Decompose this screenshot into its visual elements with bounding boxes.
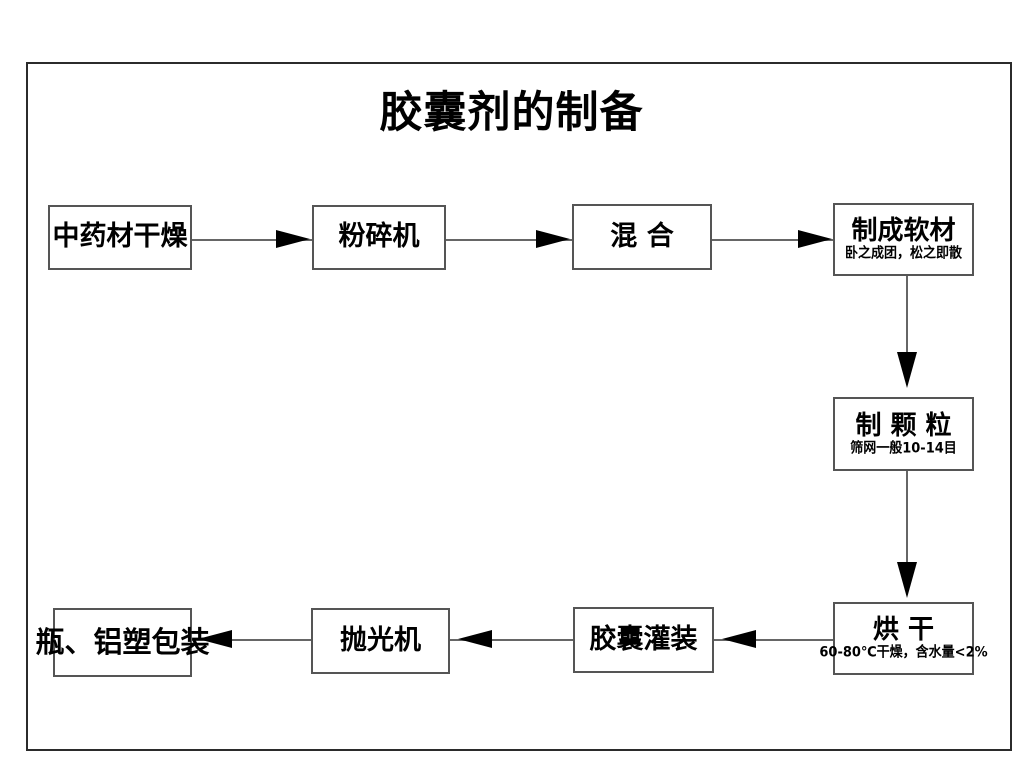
node-polishing-machine[interactable]: 抛光机 <box>311 608 450 674</box>
edge-line-5 <box>906 471 908 572</box>
edge-line-2 <box>446 239 572 241</box>
node-oven-drying[interactable]: 烘 干 60-80℃干燥，含水量<2% <box>819 602 988 675</box>
edge-line-1 <box>192 239 312 241</box>
node-sublabel: 卧之成团，松之即散 <box>844 245 962 262</box>
edge-line-8 <box>192 639 311 641</box>
edge-line-6 <box>714 639 833 641</box>
node-label: 制成软材 <box>851 216 956 247</box>
edge-arrowhead-4 <box>897 352 917 388</box>
node-soft-material[interactable]: 制成软材 卧之成团，松之即散 <box>833 203 974 276</box>
node-sublabel: 筛网一般10-14目 <box>850 440 957 457</box>
edge-line-3 <box>712 239 834 241</box>
edge-arrowhead-5 <box>897 562 917 598</box>
edge-line-4 <box>906 276 908 362</box>
node-bottle-blister-packaging[interactable]: 瓶、铝塑包装 <box>35 608 210 677</box>
node-granulation[interactable]: 制 颗 粒 筛网一般10-14目 <box>833 397 974 471</box>
node-label: 制 颗 粒 <box>855 410 952 441</box>
node-label: 粉碎机 <box>338 221 420 253</box>
node-mixing[interactable]: 混 合 <box>572 204 712 270</box>
edge-arrowhead-2 <box>536 230 570 248</box>
node-label: 混 合 <box>610 220 674 252</box>
node-label: 抛光机 <box>340 624 421 656</box>
node-label: 胶囊灌装 <box>589 623 698 655</box>
edge-arrowhead-7 <box>458 630 492 648</box>
edge-arrowhead-1 <box>276 230 310 248</box>
node-label: 烘 干 <box>872 615 935 646</box>
edge-line-7 <box>450 639 573 641</box>
node-sublabel: 60-80℃干燥，含水量<2% <box>819 644 988 661</box>
edge-arrowhead-6 <box>722 630 756 648</box>
node-label: 中药材干燥 <box>52 221 188 253</box>
node-drying-herbs[interactable]: 中药材干燥 <box>48 205 192 270</box>
node-capsule-filling[interactable]: 胶囊灌装 <box>573 607 714 673</box>
node-pulverizer[interactable]: 粉碎机 <box>312 205 446 270</box>
edge-arrowhead-8 <box>198 630 232 648</box>
edge-arrowhead-3 <box>798 230 832 248</box>
page-title: 胶囊剂的制备 <box>379 88 644 138</box>
node-label: 瓶、铝塑包装 <box>35 625 210 660</box>
